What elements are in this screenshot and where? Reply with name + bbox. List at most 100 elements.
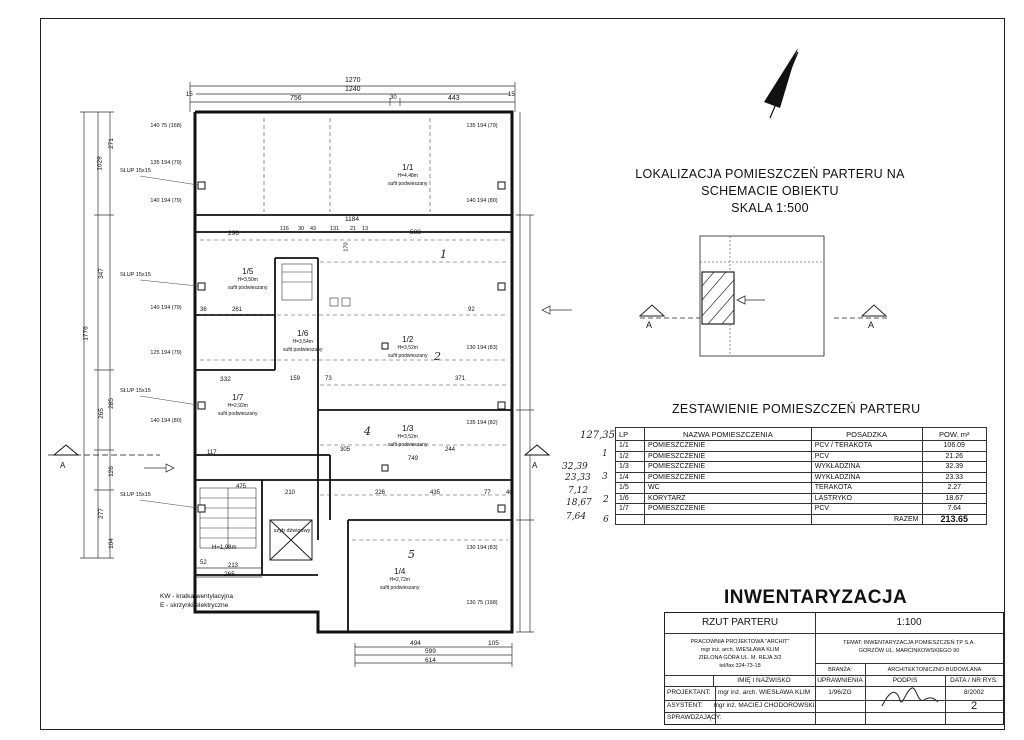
- dim-top-c: 30: [390, 95, 397, 101]
- office-info: PRACOWNIA PROJEKTOWA "ARCHIT" mgr inż. a…: [665, 633, 816, 675]
- asystent-name: mgr inż. MACIEJ CHODOROWSKI: [713, 700, 816, 712]
- cell-floor: WYKŁADZINA: [810, 471, 923, 483]
- dim-left-d: 285: [107, 398, 115, 409]
- dim-inner: 1184: [345, 216, 359, 223]
- dim-top-d: 443: [448, 95, 460, 102]
- topic-info: TEMAT: INWENTARYZACJA POMIESZCZEŃ TP S.A…: [815, 633, 1003, 675]
- cell-lp: 1/5: [615, 482, 645, 494]
- room-id: 1/1: [402, 163, 414, 172]
- wc-fixtures: [281, 263, 351, 307]
- cell-area: 18.67: [921, 492, 987, 504]
- topic-line: GORZÓW UL. MARCINKOWSKIEGO 90: [858, 648, 960, 654]
- window-tag: 130 194 (83): [466, 545, 498, 551]
- handwritten-total: 127,35: [580, 430, 615, 441]
- room-note: sufit podwieszany: [380, 585, 420, 591]
- topic-line: TEMAT: INWENTARYZACJA POMIESZCZEŃ TP S.A…: [843, 640, 975, 646]
- window-tag: 135 194 (79): [466, 123, 498, 129]
- cell-floor: PCV: [810, 450, 923, 462]
- dim-bottom-c: 265: [224, 571, 235, 578]
- building-schematic: [638, 235, 890, 357]
- dim-inner: 30: [298, 226, 305, 232]
- staircase: [199, 487, 257, 549]
- room-label-1-7: 1/7 H=2,92m sufit podwieszany: [218, 394, 257, 418]
- sprawdzajacy-label: SPRAWDZAJĄCY:: [665, 712, 722, 724]
- drawing-scale: 1:100: [896, 617, 922, 628]
- room-note: sufit podwieszany: [388, 442, 428, 448]
- branza-label: BRANŻA:: [815, 664, 866, 676]
- dim-inner: 117: [207, 450, 217, 456]
- top-dimension-lines: [189, 82, 516, 112]
- handwritten-room-number: 5: [408, 548, 415, 561]
- room-height: H=2,92m: [227, 403, 248, 409]
- dim-inner: 296: [228, 230, 239, 237]
- cell-name: POMIESZCZENIE: [644, 471, 812, 483]
- page-heading: INWENTARYZACJA: [724, 587, 908, 608]
- handwritten-room-number: 1: [440, 248, 447, 261]
- room-height: H=3,50m: [237, 277, 258, 283]
- dim-total-width: 1270: [345, 77, 361, 84]
- sprawdzajacy-row: SPRAWDZAJĄCY:: [665, 712, 1003, 724]
- dim-bottom-d: 494: [410, 640, 421, 647]
- col-name-header: IMIĘ I NAZWISKO: [713, 675, 816, 686]
- cell-lp: 1/6: [615, 492, 645, 504]
- cell-name: POMIESZCZENIE: [644, 503, 812, 515]
- dim-inner: 36: [200, 307, 207, 313]
- dim-inner: 244: [445, 447, 456, 453]
- cell-area: 7.64: [921, 503, 987, 515]
- dim-inner: 21: [350, 226, 357, 232]
- bottom-dimension-lines: [195, 567, 513, 667]
- room-id: 1/7: [232, 393, 244, 402]
- window-tag: 140 194 (80): [466, 198, 498, 204]
- schematic-title: LOKALIZACJA POMIESZCZEŃ PARTERU NA SCHEM…: [620, 166, 920, 217]
- blank-cell: [865, 712, 946, 724]
- handwritten-mark: 2: [603, 495, 609, 505]
- legend: KW - kratka wentylacyjna E - skrzynki el…: [160, 592, 233, 610]
- dim-inner: 475: [236, 484, 247, 490]
- schematic-section-right: A: [868, 320, 875, 330]
- room-note: sufit podwieszany: [283, 347, 323, 353]
- signature-cell: [865, 686, 946, 700]
- window-tag: 135 194 (82): [466, 420, 498, 426]
- title-block-header-row: IMIĘ I NAZWISKO UPRAWNIENIA PODPIS DATA …: [665, 675, 1003, 687]
- cell-lp: 1/4: [615, 471, 645, 483]
- dim-inner: 332: [220, 376, 231, 383]
- dim-bottom-f: 599: [425, 648, 436, 655]
- schematic-title-line: SKALA 1:500: [731, 201, 809, 215]
- dim-left-c: 271: [107, 138, 115, 149]
- table-title: ZESTAWIENIE POMIESZCZEŃ PARTERU: [672, 402, 921, 416]
- left-dimension-lines: [80, 111, 114, 559]
- handwritten-room-number: 4: [364, 425, 371, 438]
- cell-name: WC: [644, 482, 812, 494]
- window-tag: 140 194 (79): [150, 198, 182, 204]
- total-label: RAZEM: [810, 513, 923, 525]
- room-id: 1/4: [394, 567, 406, 576]
- handwritten-value: 32,39: [562, 462, 588, 472]
- rooms-table: LP NAZWA POMIESZCZENIA POSADZKA POW. m² …: [615, 427, 987, 525]
- cell-area: 32.39: [921, 461, 987, 473]
- window-tag: 130 75 (198): [466, 600, 498, 606]
- cell-area: 21.26: [921, 450, 987, 462]
- dim-inner: 43: [310, 226, 317, 232]
- dim-inner: 159: [290, 376, 301, 382]
- legend-line: E - skrzynki elektryczne: [160, 602, 229, 609]
- room-height: H=4,48m: [397, 173, 418, 179]
- room-note: sufit podwieszany: [388, 353, 428, 359]
- window-tag: 140 194 (80): [150, 418, 182, 424]
- col-header: NAZWA POMIESZCZENIA: [644, 427, 812, 441]
- room-label-1-3: 1/3 H=3,52m sufit podwieszany: [388, 425, 427, 449]
- asystent-row: ASYSTENT: mgr inż. MACIEJ CHODOROWSKI 2: [665, 700, 1003, 713]
- handwritten-mark: 6: [603, 515, 609, 525]
- dim-left-g: 126: [107, 466, 115, 477]
- column-label: SŁUP 15x15: [120, 168, 151, 174]
- stair-height: H=1,98m: [212, 545, 237, 551]
- col-header: POSADZKA: [810, 427, 923, 441]
- dim-inner: 73: [325, 376, 332, 382]
- blank-cell: [815, 712, 866, 724]
- total-value: 213.65: [921, 513, 987, 525]
- blank-cell: [865, 700, 946, 712]
